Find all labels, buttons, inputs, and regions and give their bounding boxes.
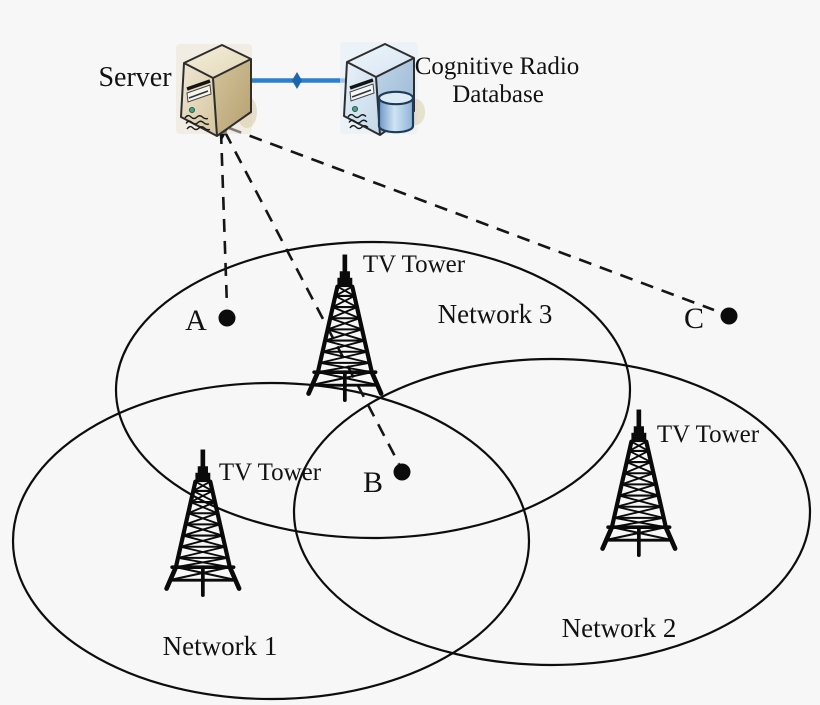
link-midpoint-marker xyxy=(292,72,302,89)
tv-tower-3-label: TV Tower xyxy=(657,421,760,448)
database-icon xyxy=(340,42,425,136)
network-3-ellipse xyxy=(114,240,632,540)
server-label: Server xyxy=(98,62,172,93)
database-label-line2: Database xyxy=(452,81,544,108)
network-3-label: Network 3 xyxy=(438,299,553,329)
server-to-a-link xyxy=(219,130,229,308)
server-icon xyxy=(176,44,257,137)
point-a-dot xyxy=(218,309,236,327)
point-c-label: C xyxy=(684,302,704,335)
point-c-dot xyxy=(720,307,738,325)
server-to-b-link xyxy=(223,131,401,465)
database-label-line1: Cognitive Radio xyxy=(415,53,580,80)
database-cylinder-icon xyxy=(377,90,415,134)
point-a-label: A xyxy=(185,304,207,337)
point-b-dot xyxy=(393,463,411,481)
tv-tower-1-label: TV Tower xyxy=(363,251,466,278)
network-2-label: Network 2 xyxy=(562,613,677,643)
network-1-label: Network 1 xyxy=(163,631,278,661)
network-2-ellipse xyxy=(292,357,812,667)
network-1-ellipse xyxy=(11,381,531,701)
point-b-label: B xyxy=(363,466,383,499)
tv-tower-2-label: TV Tower xyxy=(219,459,322,486)
